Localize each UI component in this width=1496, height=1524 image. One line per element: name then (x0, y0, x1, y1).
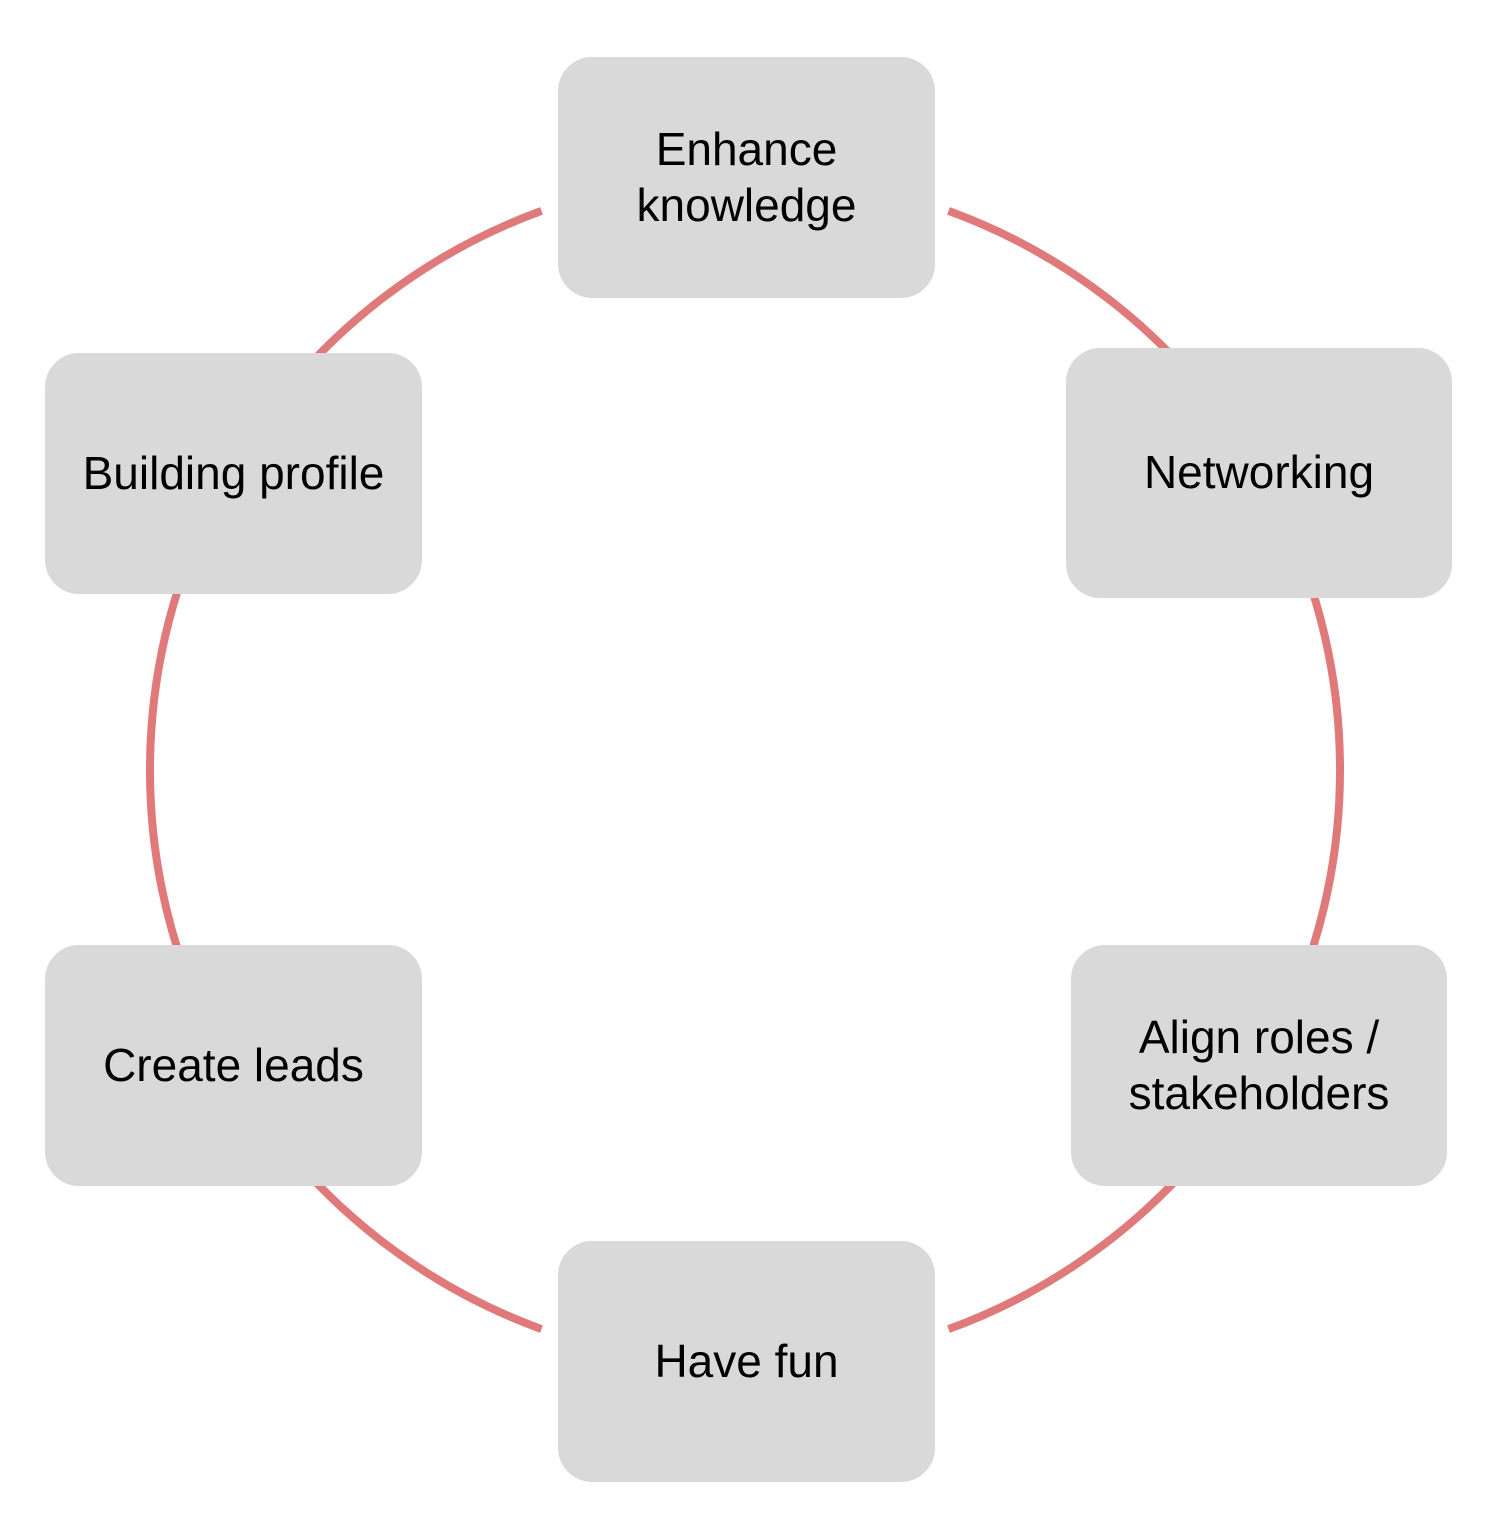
node-create-leads: Create leads (45, 945, 422, 1186)
node-building-profile: Building profile (45, 353, 422, 594)
arc-create-leads-to-building (145, 570, 188, 970)
node-have-fun: Have fun (558, 1241, 935, 1482)
node-enhance-knowledge: Enhance knowledge (558, 57, 935, 298)
node-label: Have fun (654, 1334, 839, 1387)
node-label: Building profile (82, 446, 385, 499)
arc-networking-to-align (1302, 570, 1345, 970)
node-label: Create leads (103, 1038, 364, 1091)
node-networking: Networking (1066, 348, 1452, 598)
node-label: Networking (1143, 446, 1375, 499)
node-label: Enhance knowledge (636, 123, 857, 231)
node-align-roles-stakeholders: Align roles / stakeholders (1071, 945, 1447, 1186)
node-label: Align roles / stakeholders (1128, 1011, 1390, 1119)
